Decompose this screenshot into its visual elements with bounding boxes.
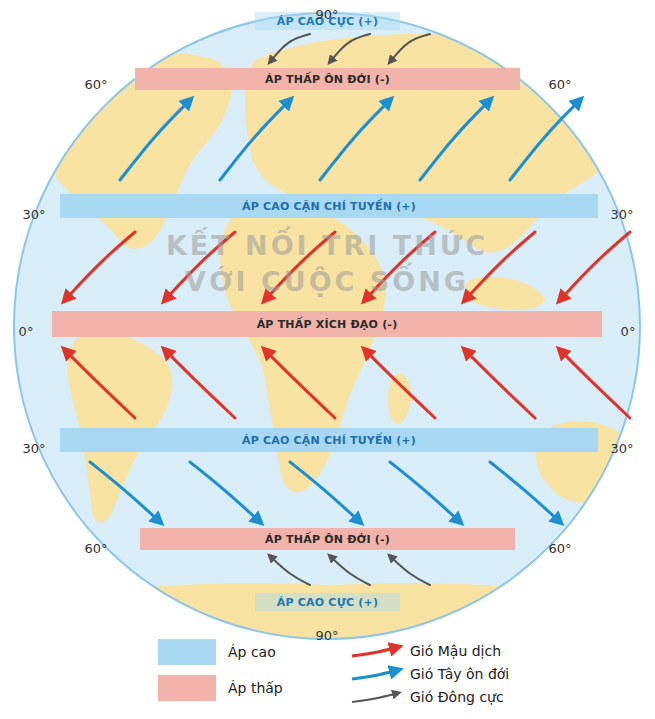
pressure-belt: ÁP THẤP ÔN ĐỚI (-) (140, 528, 515, 550)
legend-line (352, 670, 398, 679)
wind-arrow (490, 462, 560, 522)
wind-arrow (365, 350, 435, 418)
legend-label: Gió Mậu dịch (410, 643, 501, 659)
continents (0, 34, 650, 660)
belt-label: ÁP THẤP XÍCH ĐẠO (-) (257, 318, 398, 331)
wind-arrow (270, 34, 310, 62)
legend-label: Áp cao (228, 644, 276, 660)
legend-swatch (158, 639, 216, 665)
legend-label: Gió Đông cực (410, 689, 504, 705)
wind-arrow (420, 100, 490, 180)
wind-arrow (65, 350, 135, 418)
latitude-label: 30° (22, 207, 45, 222)
wind-arrow (65, 232, 135, 300)
wind-arrow (220, 100, 290, 180)
ocean (14, 13, 640, 639)
legend-label: Áp thấp (228, 680, 283, 696)
belt-label: ÁP CAO CỰC (+) (277, 596, 378, 609)
wind-arrow (265, 350, 335, 418)
watermark: KẾT NỐI TRI THỨC VỚI CUỘC SỐNG (137, 228, 517, 300)
legend-label: Gió Tây ôn đới (410, 666, 509, 682)
legend-swatch (158, 675, 216, 701)
latitude-label: 90° (315, 7, 338, 22)
wind-arrow (290, 462, 360, 522)
globe-outline (14, 13, 640, 639)
latitude-label: 30° (610, 207, 633, 222)
latitude-label: 90° (315, 628, 338, 643)
pressure-belt: ÁP CAO CẬN CHÍ TUYẾN (+) (60, 194, 598, 218)
wind-arrow (510, 100, 580, 180)
belt-label: ÁP CAO CẬN CHÍ TUYẾN (+) (242, 434, 416, 447)
latitude-label: 60° (84, 77, 107, 92)
latitude-label: 60° (548, 77, 571, 92)
belt-label: ÁP THẤP ÔN ĐỚI (-) (265, 73, 390, 86)
wind-arrow (390, 462, 460, 522)
legend-line (352, 647, 398, 656)
pressure-belt: ÁP THẤP ÔN ĐỚI (-) (135, 68, 520, 90)
wind-arrow (270, 556, 310, 585)
wind-arrow (330, 556, 370, 585)
pressure-belt: ÁP CAO CỰC (+) (255, 593, 400, 611)
wind-arrow (90, 462, 160, 522)
wind-arrow (390, 556, 430, 585)
wind-arrow (390, 34, 430, 62)
wind-arrow (465, 350, 535, 418)
wind-arrow (330, 34, 370, 62)
wind-arrow (560, 350, 630, 418)
wind-arrow (165, 350, 235, 418)
belt-label: ÁP CAO CẬN CHÍ TUYẾN (+) (242, 200, 416, 213)
wind-arrow (120, 100, 190, 180)
latitude-label: 30° (22, 441, 45, 456)
latitude-label: 60° (84, 541, 107, 556)
pressure-belt: ÁP THẤP XÍCH ĐẠO (-) (52, 311, 602, 337)
pressure-belt: ÁP CAO CẬN CHÍ TUYẾN (+) (60, 428, 598, 452)
belt-label: ÁP THẤP ÔN ĐỚI (-) (265, 533, 390, 546)
latitude-label: 30° (610, 441, 633, 456)
wind-arrow (190, 462, 260, 522)
latitude-label: 0° (621, 324, 636, 339)
latitude-label: 0° (19, 324, 34, 339)
wind-arrow (320, 100, 390, 180)
legend-line (352, 693, 398, 702)
wind-arrow (560, 232, 630, 300)
latitude-label: 60° (548, 541, 571, 556)
